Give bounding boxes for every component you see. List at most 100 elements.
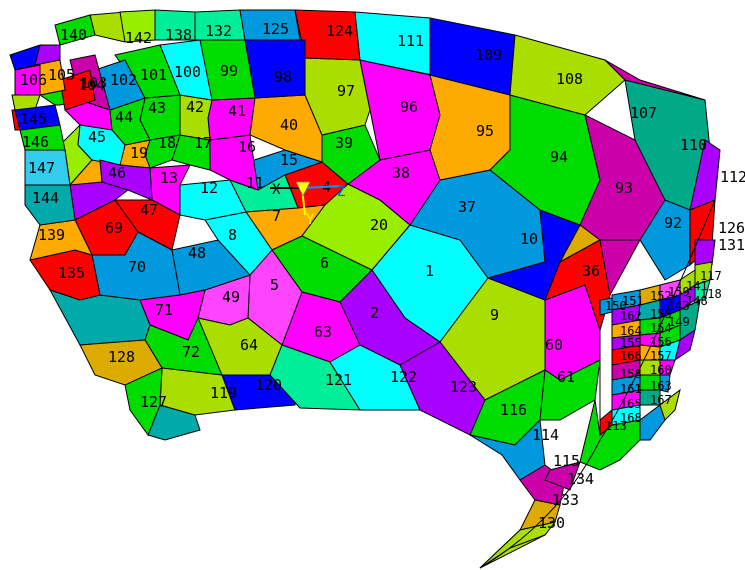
element-label-123: 123: [450, 378, 477, 396]
element-label-100: 100: [174, 63, 201, 81]
element-label-107: 107: [630, 104, 657, 122]
element-label-166: 166: [620, 349, 642, 363]
element-label-115: 115: [553, 452, 580, 470]
element-label-162: 162: [620, 309, 642, 323]
element-cell-134[interactable]: [544, 461, 581, 491]
element-label-133: 133: [552, 491, 579, 509]
element-label-99: 99: [220, 62, 238, 80]
element-label-69: 69: [105, 219, 123, 237]
element-label-108: 108: [556, 70, 583, 88]
element-label-145: 145: [20, 110, 47, 128]
element-label-114: 114: [532, 426, 559, 444]
element-label-94: 94: [550, 148, 568, 166]
element-label-17: 17: [194, 134, 212, 152]
element-label-93: 93: [615, 179, 633, 197]
element-label-45: 45: [88, 128, 106, 146]
element-cell-150[interactable]: [599, 297, 613, 316]
element-label-141: 141: [686, 279, 708, 293]
element-label-128: 128: [108, 348, 135, 366]
element-label-103: 103: [80, 74, 107, 92]
element-label-64: 64: [240, 336, 258, 354]
element-label-20: 20: [370, 216, 388, 234]
element-label-125: 125: [262, 20, 289, 38]
element-cell-118[interactable]: [694, 279, 711, 301]
element-label-132: 132: [205, 22, 232, 40]
element-label-104: 104: [78, 76, 105, 94]
element-label-131: 131: [718, 236, 745, 254]
element-label-101: 101: [140, 66, 167, 84]
element-label-72: 72: [182, 343, 200, 361]
element-label-46: 46: [108, 164, 126, 182]
element-label-12: 12: [200, 179, 218, 197]
element-label-98: 98: [274, 68, 292, 86]
element-label-149: 149: [668, 315, 690, 329]
element-cell-70[interactable]: [91, 231, 181, 301]
element-label-110: 110: [680, 136, 707, 154]
element-label-140: 140: [60, 26, 87, 44]
element-label-158: 158: [620, 367, 642, 381]
element-label-124: 124: [326, 22, 353, 40]
element-label-44: 44: [115, 108, 133, 126]
element-label-117: 117: [700, 269, 722, 283]
element-label-2: 2: [370, 304, 379, 322]
element-label-111: 111: [397, 32, 424, 50]
element-cell-113[interactable]: [599, 408, 613, 437]
element-label-167: 167: [650, 393, 672, 407]
element-label-38: 38: [392, 164, 410, 182]
element-label-122: 122: [390, 368, 417, 386]
element-label-10: 10: [520, 230, 538, 248]
element-label-5: 5: [270, 276, 279, 294]
element-cell-128[interactable]: [79, 339, 163, 386]
element-label-143: 143: [668, 299, 690, 313]
element-label-11: 11: [246, 174, 264, 192]
element-cell-104[interactable]: [59, 69, 96, 111]
element-label-116: 116: [500, 401, 527, 419]
element-label-127: 127: [140, 393, 167, 411]
mesh-fill-cell: [639, 404, 666, 441]
element-label-8: 8: [228, 226, 237, 244]
element-label-105: 105: [48, 66, 75, 84]
element-cell-108[interactable]: [509, 34, 626, 116]
element-label-9: 9: [490, 306, 499, 324]
element-label-13: 13: [160, 169, 178, 187]
element-label-37: 37: [458, 198, 476, 216]
element-label-6: 6: [320, 254, 329, 272]
mesh-fill-cell: [659, 388, 681, 421]
element-label-47: 47: [140, 201, 158, 219]
element-label-1: 1: [425, 262, 434, 280]
element-label-120: 120: [255, 376, 282, 394]
element-label-154: 154: [650, 321, 672, 335]
element-label-157: 157: [650, 349, 672, 363]
element-cell-149[interactable]: [659, 309, 681, 334]
element-label-48: 48: [188, 244, 206, 262]
element-cell-106[interactable]: [14, 64, 41, 96]
element-cell-167[interactable]: [639, 389, 661, 406]
element-cell-61[interactable]: [539, 359, 601, 421]
triad-origin-marker: [295, 181, 311, 197]
element-label-144: 144: [32, 189, 59, 207]
element-label-112: 112: [720, 168, 745, 186]
element-label-70: 70: [128, 258, 146, 276]
element-number-labels: 4151172061926354948812131617181941424344…: [20, 20, 745, 532]
element-label-43: 43: [148, 99, 166, 117]
element-label-139: 139: [38, 226, 65, 244]
element-label-106: 106: [20, 71, 47, 89]
element-label-16: 16: [238, 138, 256, 156]
element-cell-140[interactable]: [54, 14, 96, 46]
element-cell-107[interactable]: [604, 59, 706, 101]
element-label-163: 163: [650, 379, 672, 393]
element-label-121: 121: [325, 371, 352, 389]
element-label-164: 164: [620, 324, 642, 338]
element-label-135: 135: [58, 264, 85, 282]
element-label-71: 71: [155, 301, 173, 319]
element-label-42: 42: [186, 98, 204, 116]
element-label-146: 146: [22, 133, 49, 151]
element-label-41: 41: [228, 102, 246, 120]
element-label-126: 126: [718, 219, 745, 237]
element-cell-145[interactable]: [14, 104, 61, 131]
element-label-63: 63: [314, 323, 332, 341]
element-label-130: 130: [538, 514, 565, 532]
element-label-118: 118: [700, 287, 722, 301]
